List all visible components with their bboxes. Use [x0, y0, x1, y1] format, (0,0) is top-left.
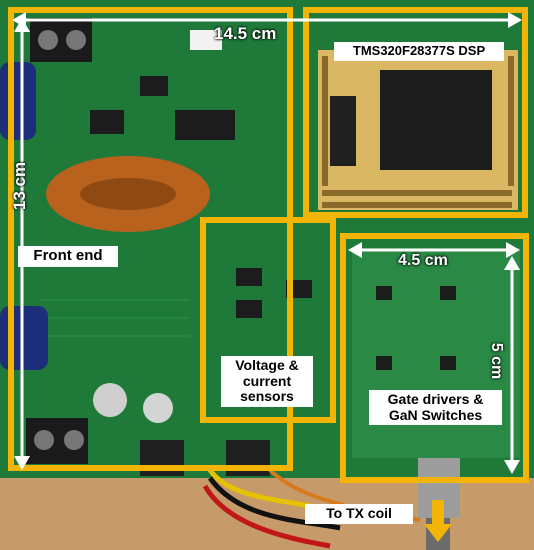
- frame-dsp: [303, 7, 528, 218]
- tx-arrow: [424, 500, 452, 542]
- label-sensors: Voltage & current sensors: [221, 356, 313, 408]
- dimension-arrows: [12, 12, 522, 474]
- label-tx-coil: To TX coil: [305, 504, 413, 524]
- tx-arrow-head: [424, 524, 452, 542]
- dimension-board-height: 13 cm: [10, 161, 30, 211]
- screw-bottom-2: [64, 430, 84, 450]
- gate-chip-2: [440, 286, 456, 300]
- wire-black: [207, 476, 341, 531]
- capacitor-small-2: [143, 393, 173, 423]
- capacitor-small-1: [93, 383, 127, 417]
- label-front-end: Front end: [18, 246, 118, 267]
- screw-bottom-1: [34, 430, 54, 450]
- gate-chip-3: [376, 356, 392, 370]
- ic-1: [175, 110, 235, 140]
- label-gate-drivers: Gate drivers & GaN Switches: [369, 390, 502, 426]
- ic-3: [140, 76, 168, 96]
- annotation-frames: [8, 7, 529, 483]
- dsp-connector: [330, 96, 356, 166]
- frame-gate: [340, 233, 529, 483]
- gate-chip-1: [376, 286, 392, 300]
- sensor-ic-1: [236, 268, 262, 286]
- arrow-gate-height-bottom-head: [504, 460, 520, 474]
- dsp-chip: [380, 70, 492, 170]
- tx-arrow-shaft: [432, 500, 444, 526]
- toroid-core: [80, 178, 176, 210]
- dsp-pin-rows: [322, 56, 514, 208]
- ic-2: [90, 110, 124, 134]
- dimension-gate-height: 5 cm: [488, 342, 506, 380]
- capacitor-mid-left: [0, 306, 48, 370]
- screw-top-2: [66, 30, 86, 50]
- frame-front-end: [8, 7, 293, 471]
- screw-top-1: [38, 30, 58, 50]
- wire-red: [202, 484, 331, 549]
- gate-chip-4: [440, 356, 456, 370]
- dimension-gate-width: 4.5 cm: [398, 252, 448, 269]
- label-dsp: TMS320F28377S DSP: [334, 42, 504, 61]
- frame-sensors: [200, 217, 336, 423]
- arrow-width-right-head: [508, 12, 522, 28]
- arrow-height-bottom-head: [14, 456, 30, 470]
- capacitor-top-left: [0, 62, 36, 140]
- white-connector: [190, 30, 222, 50]
- dimension-board-width: 14.5 cm: [214, 24, 277, 43]
- sensor-ic-2: [236, 300, 262, 318]
- arrow-gate-height-top-head: [504, 256, 520, 270]
- arrow-gate-width-left-head: [348, 242, 362, 258]
- arrow-gate-width-right-head: [506, 242, 520, 258]
- arrow-height-top-head: [14, 18, 30, 32]
